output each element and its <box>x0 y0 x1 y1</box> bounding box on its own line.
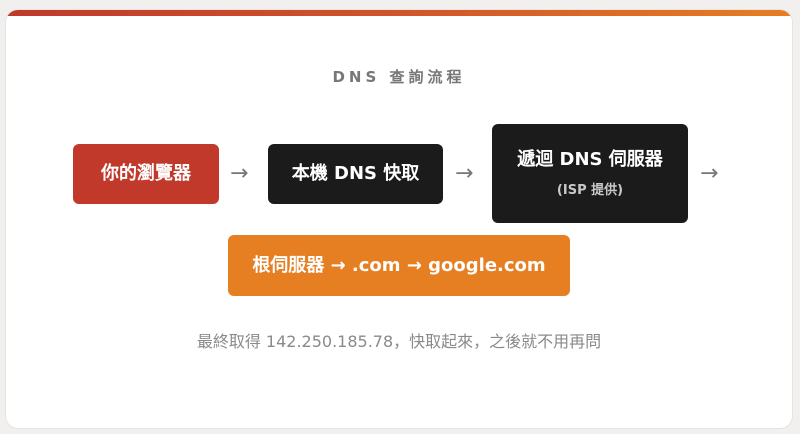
arrow-2: → <box>455 161 474 186</box>
node-local-cache-label: 本機 DNS 快取 <box>291 163 420 184</box>
arrow-3: → <box>700 161 719 186</box>
node-root-servers: 根伺服器 → .com → google.com <box>228 235 570 296</box>
arrow-1: → <box>230 161 249 186</box>
node-recursive-dns-sub: (ISP 提供) <box>556 182 624 198</box>
diagram-title: DNS 查詢流程 <box>332 68 466 86</box>
node-browser: 你的瀏覽器 <box>73 144 219 204</box>
node-local-cache: 本機 DNS 快取 <box>268 144 443 204</box>
node-recursive-dns: 遞迴 DNS 伺服器 (ISP 提供) <box>492 124 688 223</box>
node-recursive-dns-label: 遞迴 DNS 伺服器 <box>517 148 663 170</box>
result-caption: 最終取得 142.250.185.78，快取起來，之後就不用再問 <box>196 332 602 351</box>
accent-bar <box>6 10 792 16</box>
diagram-card: DNS 查詢流程 你的瀏覽器 → 本機 DNS 快取 → 遞迴 DNS 伺服器 … <box>6 10 792 428</box>
node-root-servers-label: 根伺服器 → .com → google.com <box>252 254 546 276</box>
node-browser-label: 你的瀏覽器 <box>101 163 191 184</box>
